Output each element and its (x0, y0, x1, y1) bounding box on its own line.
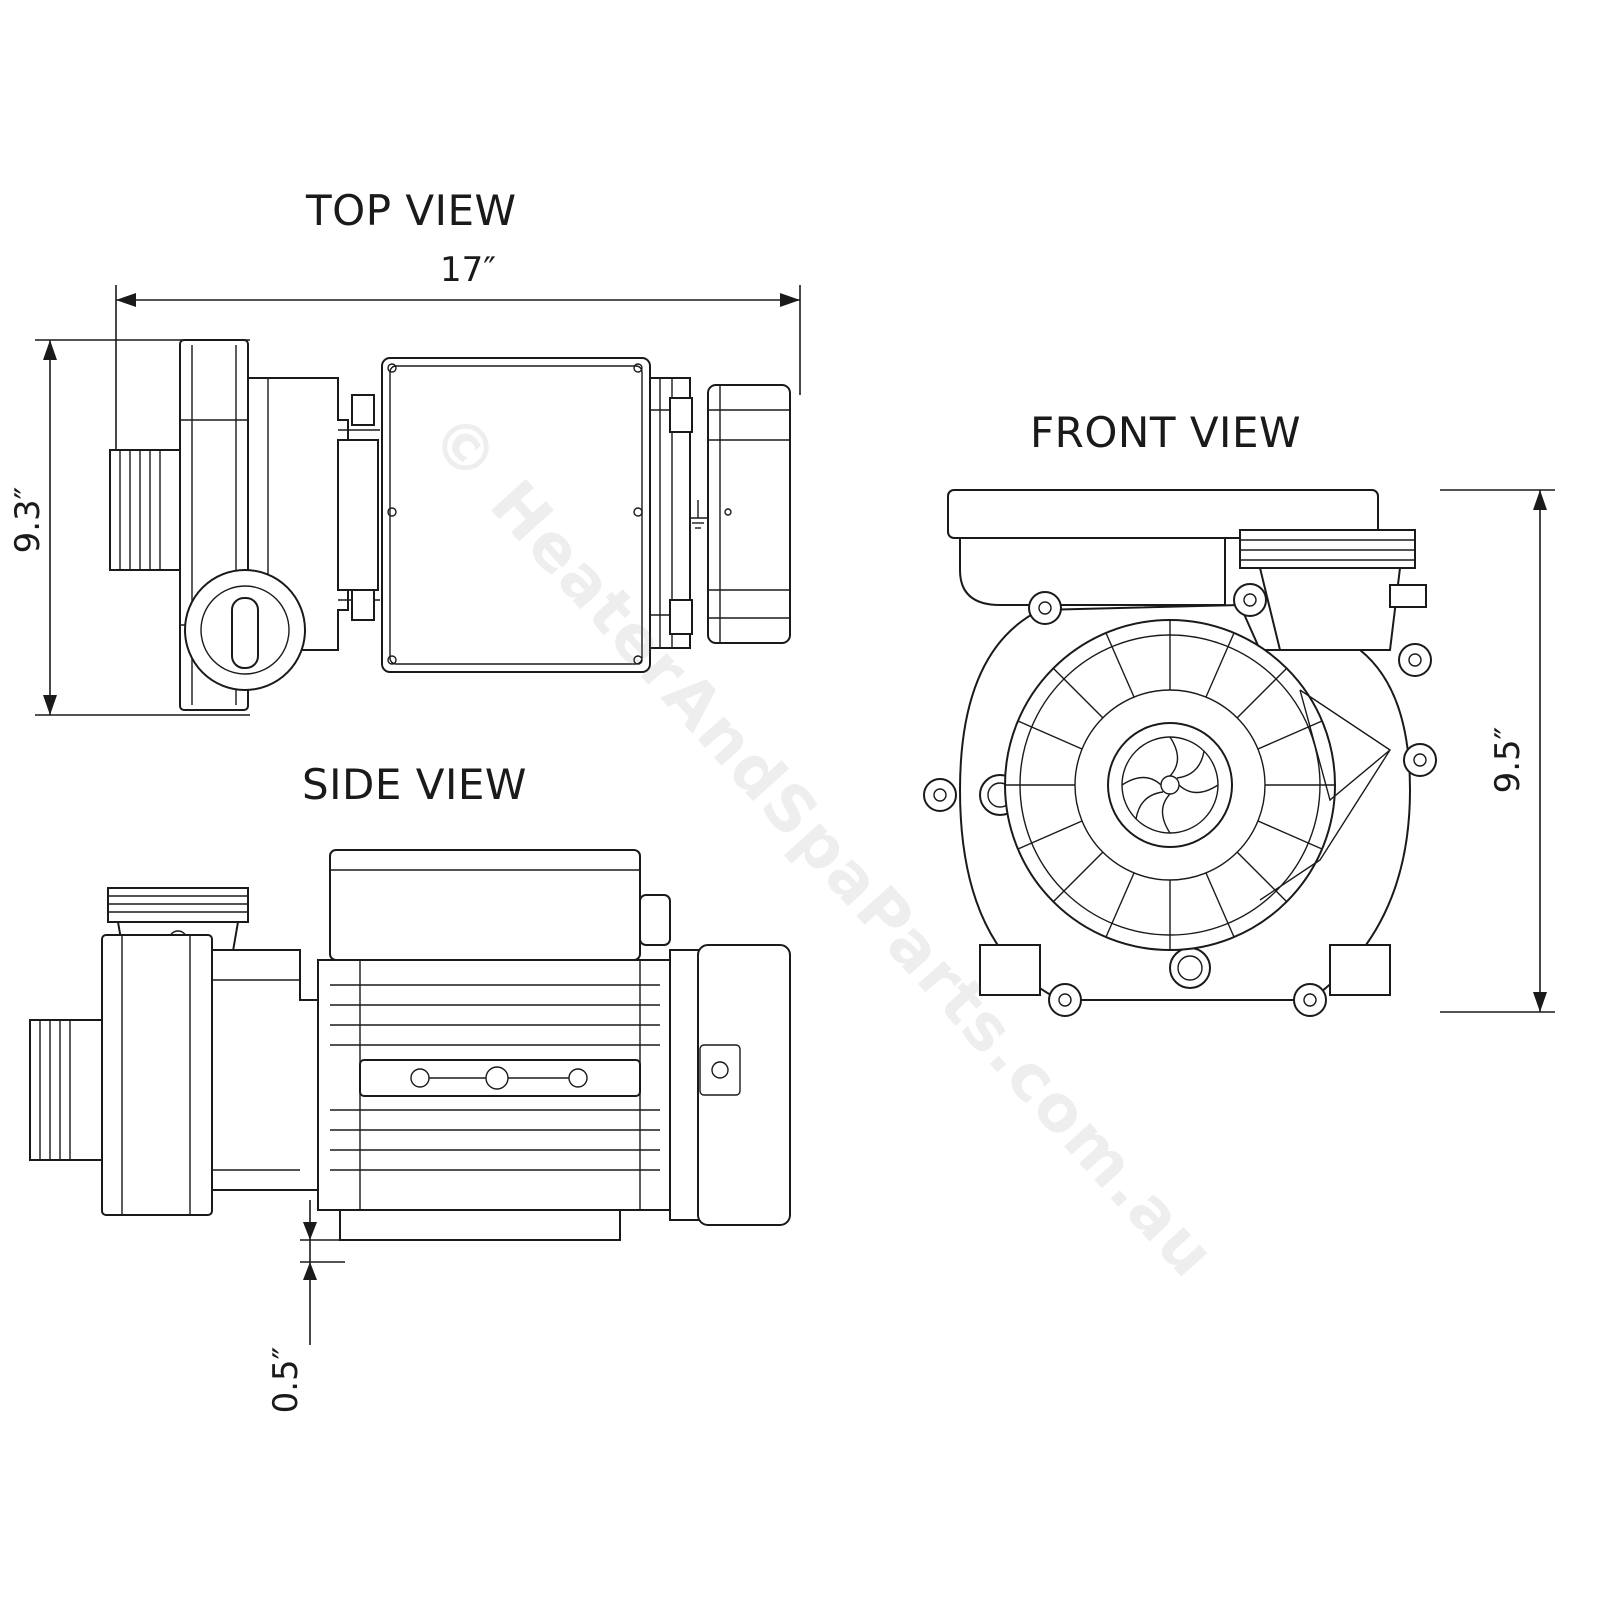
side-base-dimension-label: 0.5″ (266, 1346, 306, 1414)
front-foot-right (1329, 944, 1391, 996)
top-view-drawing (35, 285, 801, 716)
threaded-inlet (109, 449, 183, 571)
side-volute (211, 949, 321, 1191)
top-width-dimension-label: 17″ (440, 250, 496, 290)
side-nameplate-rail (359, 1059, 641, 1097)
arrow-right (780, 293, 800, 307)
fan-cover-top (707, 384, 791, 644)
front-height-dimension-label: 9.5″ (1488, 726, 1528, 794)
arrow-down (43, 695, 57, 715)
front-foot-left (979, 944, 1041, 996)
front-view-title: FRONT VIEW (1030, 408, 1302, 457)
side-top-outlet-thread (107, 887, 249, 923)
front-discharge-thread (1239, 529, 1416, 569)
side-view-title: SIDE VIEW (302, 760, 527, 809)
top-height-dimension-label: 9.3″ (8, 486, 48, 554)
arrow-up (43, 340, 57, 360)
side-fan-cover (697, 944, 791, 1226)
side-threaded-inlet (29, 1019, 109, 1161)
side-base-feet (339, 1209, 621, 1241)
front-drain-port-bottom (1169, 947, 1211, 989)
side-terminal-box (329, 849, 641, 961)
side-view-drawing (29, 849, 791, 1345)
front-impeller (1107, 722, 1233, 848)
shaft-seal-housing (337, 439, 379, 591)
cable-gland (639, 894, 671, 946)
top-view-title: TOP VIEW (306, 186, 517, 235)
side-pump-flange (101, 934, 213, 1216)
arrow-left (116, 293, 136, 307)
front-view-drawing (923, 489, 1555, 1017)
